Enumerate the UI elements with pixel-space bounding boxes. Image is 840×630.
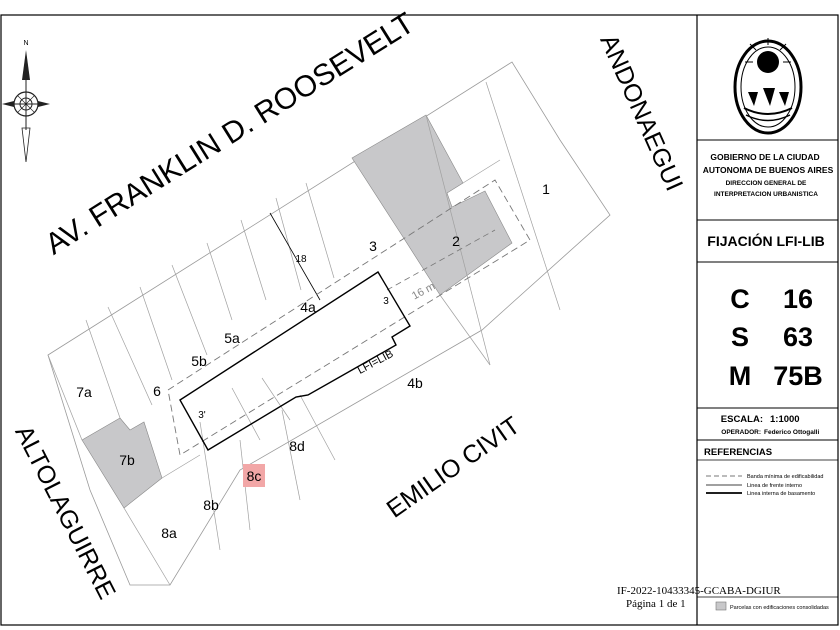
circunscripcion-value: 16 <box>783 284 813 314</box>
depth-dimension-line <box>269 212 321 301</box>
parcel-label-8c: 8c <box>247 468 262 484</box>
references-title: REFERENCIAS <box>704 447 772 458</box>
parcel-label-8a: 8a <box>161 525 177 541</box>
org-line-1: GOBIERNO DE LA CIUDAD <box>710 152 819 162</box>
parcel-2-consolidated <box>351 114 513 296</box>
parcel-lines <box>47 81 561 586</box>
parcel-label-6b: 5b <box>191 353 207 369</box>
operator-label: OPERADOR: <box>721 429 761 436</box>
legend-label-front: Linea de frente interno <box>747 483 802 489</box>
legend-label-basement: Linea interna de basamento <box>747 491 815 497</box>
dept-line-1: DIRECCION GENERAL DE <box>726 180 807 187</box>
parcel-label-8d: 8d <box>289 438 305 454</box>
parcel-label-7b: 7b <box>119 452 135 468</box>
street-andonaegui: ANDONAEGUI <box>594 30 688 195</box>
legend-consolidated-swatch <box>715 601 727 611</box>
parcel-label-5a: 5a <box>224 330 240 346</box>
operator-value: Federico Ottogalli <box>764 429 819 436</box>
city-seal-icon <box>733 38 803 135</box>
lfi-label: LFI=LIB <box>356 348 396 377</box>
legend-label-consolidated: Parcelas con edificaciones consolidadas <box>730 605 829 611</box>
page-frame <box>0 14 839 626</box>
minimum-buildable-band <box>167 179 531 456</box>
block-map: AV. FRANKLIN D. ROOSEVELT ANDONAEGUI EMI… <box>2 7 688 604</box>
parcel-label-3: 3 <box>369 238 377 254</box>
street-emilio-civit: EMILIO CIVIT <box>382 411 526 523</box>
scale-value: 1:1000 <box>770 414 800 425</box>
circunscripcion-letter: C <box>730 284 750 314</box>
offset-label-west: 3' <box>198 410 206 421</box>
internal-basement-line <box>179 271 411 451</box>
manzana-letter: M <box>729 361 752 391</box>
parcel-label-2: 2 <box>452 233 460 249</box>
parcel-label-6: 6 <box>153 383 161 399</box>
page-number: Página 1 de 1 <box>626 598 686 610</box>
seccion-letter: S <box>731 322 749 352</box>
legend-label-band: Banda mínima de edificabilidad <box>747 474 823 480</box>
compass-north-label: N <box>23 40 28 47</box>
block-outline <box>47 61 611 586</box>
document-title: FIJACIÓN LFI-LIB <box>707 232 824 249</box>
title-block: GOBIERNO DE LA CIUDAD AUTONOMA DE BUENOS… <box>697 38 838 611</box>
dept-line-2: INTERPRETACION URBANISTICA <box>714 191 818 198</box>
org-line-2: AUTONOMA DE BUENOS AIRES <box>703 165 834 175</box>
street-roosevelt: AV. FRANKLIN D. ROOSEVELT <box>40 7 420 262</box>
parcel-label-1: 1 <box>542 181 550 197</box>
document-number: IF-2022-10433345-GCABA-DGIUR <box>617 585 781 597</box>
offset-label-east: 3 <box>383 296 389 307</box>
band-dimension-line <box>386 229 496 291</box>
band-width-label: 16 m <box>410 280 437 302</box>
parcel-label-4a: 4a <box>300 299 316 315</box>
parcel-8c-highlight <box>243 464 265 487</box>
compass-rose-icon: N <box>2 40 50 163</box>
parcel-label-8b: 8b <box>203 497 219 513</box>
seccion-value: 63 <box>783 322 813 352</box>
depth-label: 18 <box>295 254 307 265</box>
parcel-label-7a: 7a <box>76 384 92 400</box>
manzana-value: 75B <box>773 361 823 391</box>
parcel-label-4b: 4b <box>407 375 423 391</box>
scale-label: ESCALA: <box>721 414 763 425</box>
parcel-labels: 1 2 3 4a 4b 5a 5b 6 7a 7b 8a 8b 8c 8d <box>76 181 550 541</box>
